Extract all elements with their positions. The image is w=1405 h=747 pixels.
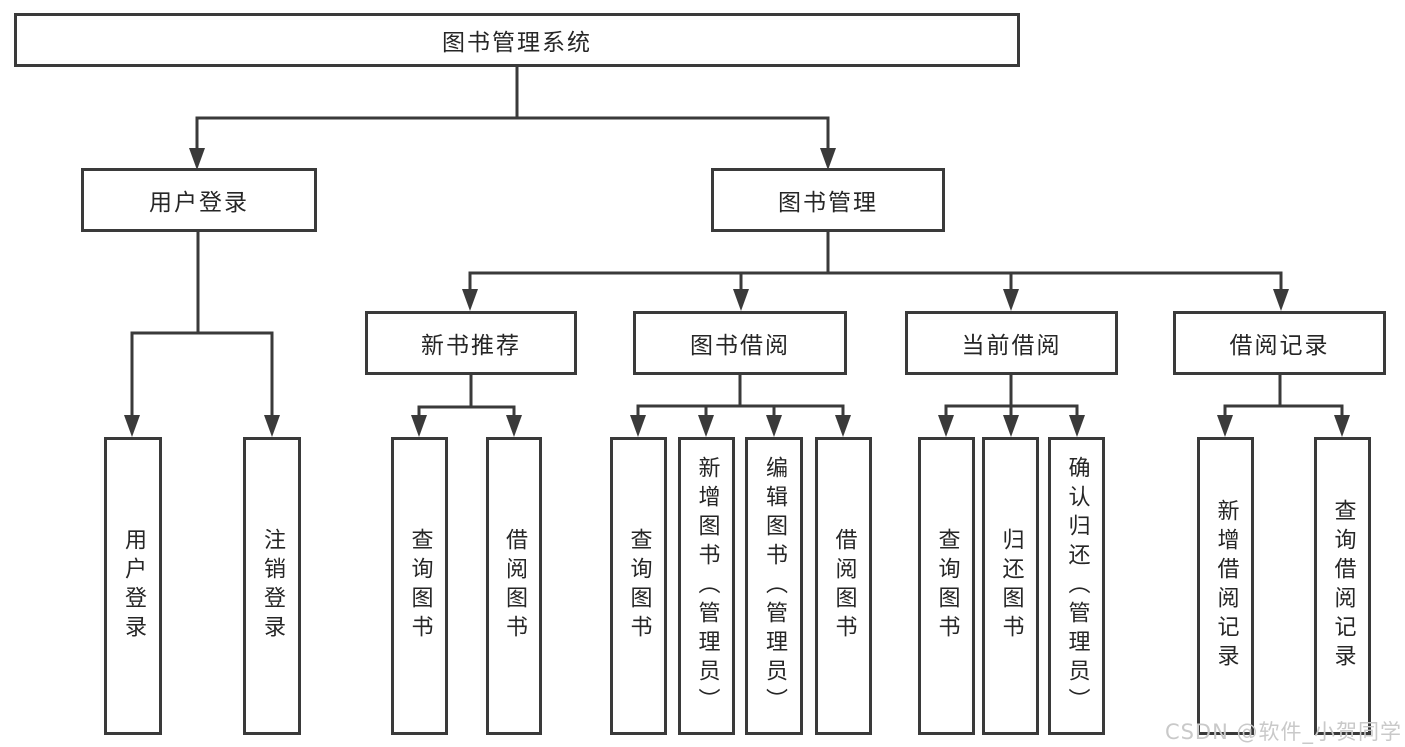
leaf-record-query: 查询借阅记录	[1314, 437, 1371, 735]
leaf-borrow-edit-admin: 编辑图书（管理员）	[745, 437, 803, 735]
leaf-record-query-label: 查询借阅记录	[1330, 499, 1356, 673]
node-root: 图书管理系统	[14, 13, 1020, 67]
leaf-current-query: 查询图书	[918, 437, 975, 735]
leaf-borrow-query: 查询图书	[610, 437, 667, 735]
connector-root-to-level2	[189, 67, 836, 170]
connector-book-mgmt-children	[462, 232, 1289, 311]
leaf-borrow-add-admin-label: 新增图书（管理员）	[694, 455, 720, 717]
leaf-logout: 注销登录	[243, 437, 301, 735]
connector-new-books-children	[411, 375, 522, 437]
leaf-user-login-label: 用户登录	[121, 528, 146, 644]
node-new-books: 新书推荐	[365, 311, 577, 375]
leaf-record-add: 新增借阅记录	[1197, 437, 1254, 735]
leaf-borrow-book-label: 借阅图书	[831, 528, 857, 644]
connector-current-borrow-children	[938, 375, 1085, 437]
node-book-borrow: 图书借阅	[633, 311, 847, 375]
leaf-current-query-label: 查询图书	[934, 528, 960, 644]
node-current-borrow: 当前借阅	[905, 311, 1118, 375]
connector-user-login-children	[124, 232, 280, 437]
connector-borrow-records-children	[1217, 375, 1350, 437]
node-book-mgmt: 图书管理	[711, 168, 945, 232]
csdn-watermark: CSDN @软件_小贺同学	[1164, 720, 1402, 744]
leaf-newbook-query: 查询图书	[391, 437, 448, 735]
leaf-borrow-book: 借阅图书	[815, 437, 872, 735]
leaf-borrow-add-admin: 新增图书（管理员）	[678, 437, 735, 735]
leaf-current-return: 归还图书	[982, 437, 1039, 735]
leaf-current-confirm-admin: 确认归还（管理员）	[1048, 437, 1105, 735]
connector-book-borrow-children	[630, 375, 851, 437]
leaf-borrow-query-label: 查询图书	[626, 528, 652, 644]
leaf-record-add-label: 新增借阅记录	[1213, 499, 1239, 673]
leaf-newbook-borrow-label: 借阅图书	[502, 528, 527, 644]
leaf-newbook-borrow: 借阅图书	[486, 437, 542, 735]
node-user-login: 用户登录	[81, 168, 317, 232]
leaf-logout-label: 注销登录	[260, 528, 285, 644]
leaf-borrow-edit-admin-label: 编辑图书（管理员）	[762, 455, 787, 717]
leaf-newbook-query-label: 查询图书	[407, 528, 433, 644]
leaf-current-return-label: 归还图书	[998, 528, 1024, 644]
leaf-current-confirm-admin-label: 确认归还（管理员）	[1064, 455, 1090, 717]
leaf-user-login: 用户登录	[104, 437, 162, 735]
node-borrow-records: 借阅记录	[1173, 311, 1386, 375]
